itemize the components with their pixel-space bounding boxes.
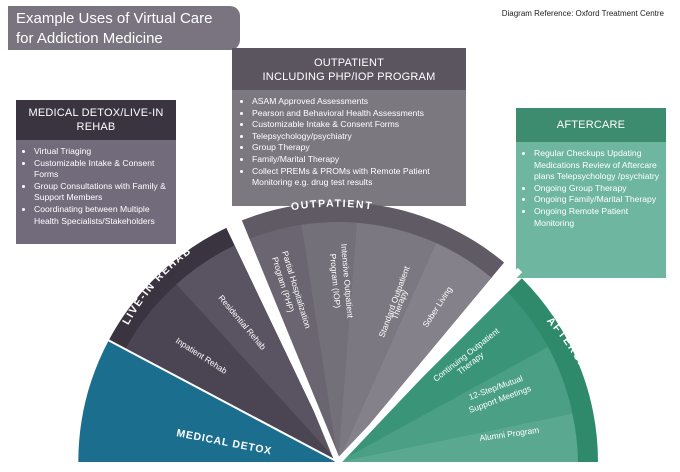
list-item: Customizable Intake & Consent Forms: [34, 158, 170, 181]
diagram-title: Example Uses of Virtual Care for Addicti…: [8, 6, 240, 50]
list-item: Ongoing Remote Patient Monitoring: [534, 206, 660, 229]
twelve-step-segment: [338, 346, 573, 462]
aftercare-list: Regular Checkups Updating Medications Re…: [518, 148, 660, 229]
aftercare-card: AFTERCARE Regular Checkups Updating Medi…: [516, 108, 666, 278]
list-item: Ongoing Group Therapy: [534, 183, 660, 195]
detox-heading-line-1: MEDICAL DETOX/LIVE-IN: [28, 107, 164, 119]
detox-card-body: Virtual Triaging Customizable Intake & C…: [16, 140, 176, 244]
outpatient-label: OUTPATIENT: [290, 198, 374, 214]
alumni-program-segment: [338, 413, 578, 462]
list-item: Group Consultations with Family & Suppor…: [34, 181, 170, 204]
aftercare-card-body: Regular Checkups Updating Medications Re…: [516, 142, 666, 278]
list-item: Virtual Triaging: [34, 146, 170, 158]
list-item: Ongoing Family/Marital Therapy: [534, 194, 660, 206]
title-line-1: Example Uses of Virtual Care: [16, 10, 213, 27]
residential-rehab-segment: [176, 245, 338, 462]
segment-separators: [107, 339, 339, 463]
separator-out-after: [335, 267, 523, 465]
iop-segment: [301, 221, 357, 462]
detox-heading-line-2: REHAB: [76, 121, 116, 133]
iop-label-line-2: Program (IOP): [328, 253, 343, 308]
list-item: Family/Marital Therapy: [252, 154, 460, 166]
list-item: ASAM Approved Assessments: [252, 96, 460, 108]
outpatient-heading-line-2: INCLUDING PHP/IOP PROGRAM: [262, 71, 436, 83]
outpatient-arc-text: OUTPATIENT: [290, 198, 372, 214]
standard-outpatient-segment: [338, 222, 436, 462]
outpatient-card-body: ASAM Approved Assessments Pearson and Be…: [232, 90, 466, 206]
continuing-outpatient-segment: [338, 292, 548, 462]
group-separators: [233, 212, 523, 465]
detox-card-heading: MEDICAL DETOX/LIVE-IN REHAB: [16, 100, 176, 140]
list-item: Group Therapy: [252, 142, 460, 154]
outpatient-card-heading: OUTPATIENT INCLUDING PHP/IOP PROGRAM: [232, 48, 466, 90]
detox-card: MEDICAL DETOX/LIVE-IN REHAB Virtual Tria…: [16, 100, 176, 244]
separator-detox-live: [107, 339, 339, 463]
list-item: Collect PREMs & PROMs with Remote Patien…: [252, 166, 460, 189]
list-item: Regular Checkups Updating Medications Re…: [534, 148, 660, 183]
list-item: Coordinating between Multiple Health Spe…: [34, 204, 170, 227]
list-item: Telepsychology/psychiatry: [252, 131, 460, 143]
detox-list: Virtual Triaging Customizable Intake & C…: [18, 146, 170, 227]
list-item: Customizable Intake & Consent Forms: [252, 119, 460, 131]
separator-live-out: [233, 212, 341, 464]
outpatient-list: ASAM Approved Assessments Pearson and Be…: [236, 96, 460, 189]
outpatient-heading-line-1: OUTPATIENT: [313, 57, 385, 69]
inpatient-rehab-segment: [125, 284, 338, 462]
medical-detox-sector: [78, 340, 339, 462]
list-item: Pearson and Behavioral Health Assessment…: [252, 108, 460, 120]
outpatient-card: OUTPATIENT INCLUDING PHP/IOP PROGRAM ASA…: [232, 48, 466, 206]
title-line-2: for Addiction Medicine: [16, 30, 163, 47]
sober-living-segment: [338, 242, 492, 462]
aftercare-card-heading: AFTERCARE: [516, 108, 666, 142]
diagram-reference: Diagram Reference: Oxford Treatment Cent…: [501, 9, 664, 18]
